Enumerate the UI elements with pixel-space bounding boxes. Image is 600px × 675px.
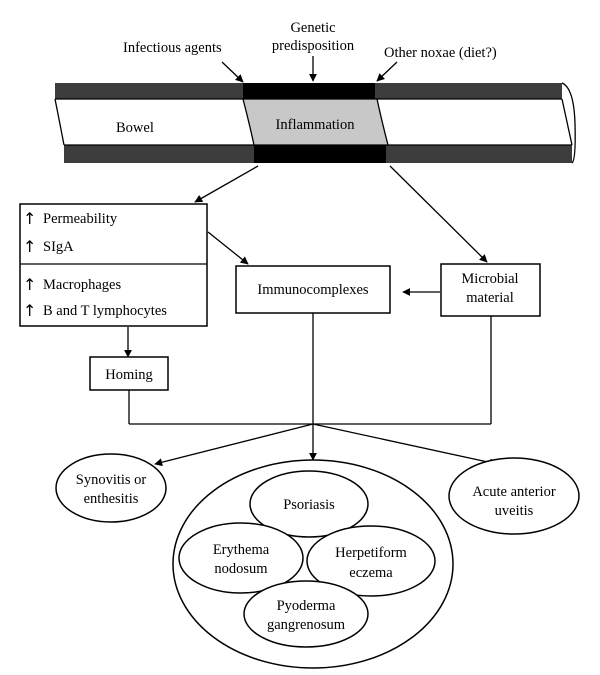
erythema-label-1: Erythema (213, 542, 270, 558)
uveitis-label-2: uveitis (495, 503, 534, 519)
bowel-right-end-inner (561, 98, 573, 146)
bowel-top-wall-left (55, 83, 245, 99)
lymphocytes-label: B and T lymphocytes (43, 303, 167, 319)
psoriasis-ellipse (249, 470, 369, 538)
herpetiform-ellipse (306, 525, 436, 597)
up-arrow-icon: ↑ (23, 301, 36, 320)
bowel-bottom-wall-inflamed (254, 145, 388, 163)
to-uveitis-arrow (312, 423, 498, 467)
inflammation-label: Inflammation (276, 117, 356, 133)
effects-box: ↑ Permeability ↑ SIgA ↑ Macrophages ↑ B … (19, 203, 208, 327)
bowel-left-opening (54, 98, 65, 146)
microbial-label-1: Microbial (461, 271, 518, 287)
pyoderma-ellipse (243, 580, 369, 648)
psoriasis-label: Psoriasis (283, 497, 335, 513)
siga-label: SIgA (43, 239, 74, 255)
bowel-to-microbial-arrow (389, 165, 488, 263)
permeability-label: Permeability (43, 211, 118, 227)
pyoderma-label-2: gangrenosum (267, 617, 346, 633)
bowel-right-end (561, 82, 576, 164)
herpetiform-label-1: Herpetiform (335, 545, 407, 561)
other-noxae-label: Other noxae (diet?) (384, 45, 497, 61)
uveitis-ellipse (448, 457, 580, 535)
microbial-label-2: material (466, 290, 514, 306)
to-synovitis-arrow (154, 423, 314, 467)
uveitis-label-1: Acute anterior (472, 484, 556, 500)
bowel-bottom-wall-left (64, 145, 256, 163)
genetic-predisposition-label-1: Genetic (290, 20, 335, 36)
bowel-to-effects-arrow (194, 165, 259, 203)
up-arrow-icon: ↑ (23, 209, 36, 228)
effects-to-immunocomplexes-arrow (207, 231, 249, 265)
homing-label: Homing (105, 367, 153, 383)
effects-box-frame (19, 203, 208, 327)
bowel-top-wall-inflamed (243, 83, 377, 99)
herpetiform-label-2: eczema (349, 565, 393, 581)
erythema-label-2: nodosum (214, 561, 268, 577)
immunocomplexes-label: Immunocomplexes (257, 282, 369, 298)
synovitis-label-2: enthesitis (84, 491, 139, 507)
noxae-arrow (376, 61, 398, 82)
macrophages-label: Macrophages (43, 277, 121, 293)
synovitis-ellipse (55, 453, 167, 523)
infectious-agents-label: Infectious agents (123, 40, 222, 56)
bowel-tube: Bowel Inflammation (54, 82, 576, 164)
bowel-label: Bowel (116, 120, 154, 136)
inflammation-segment (242, 98, 389, 146)
up-arrow-icon: ↑ (23, 237, 36, 256)
bowel-bottom-wall-right (386, 145, 572, 163)
homing-box (89, 356, 169, 391)
erythema-ellipse (178, 522, 304, 594)
synovitis-label-1: Synovitis or (76, 472, 147, 488)
bowel-top-wall-right (375, 83, 562, 99)
immunocomplexes-box (235, 265, 391, 314)
genetic-predisposition-label-2: predisposition (272, 38, 355, 54)
pyoderma-label-1: Pyoderma (277, 598, 336, 614)
infectious-arrow (221, 61, 244, 83)
up-arrow-icon: ↑ (23, 275, 36, 294)
